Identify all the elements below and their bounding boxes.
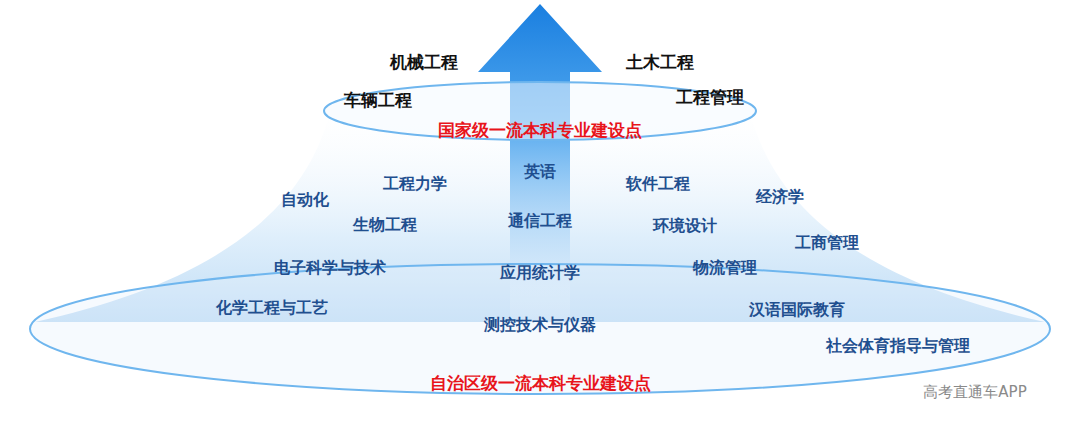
ellipse-shape: [30, 264, 1050, 394]
major-name: 生物工程: [353, 215, 417, 236]
major-name: 软件工程: [626, 174, 690, 195]
major-name: 汉语国际教育: [749, 300, 845, 321]
major-name: 工商管理: [795, 233, 859, 254]
major-name: 社会体育指导与管理: [826, 336, 970, 357]
major-name: 环境设计: [653, 216, 717, 237]
major-name: 测控技术与仪器: [484, 315, 596, 336]
major-name: 自动化: [281, 190, 329, 211]
major-name: 应用统计学: [500, 263, 580, 284]
level-title: 自治区级一流本科专业建设点: [430, 372, 651, 395]
major-name: 工程力学: [383, 174, 447, 195]
major-name: 化学工程与工艺: [216, 298, 328, 319]
major-name: 经济学: [756, 187, 804, 208]
major-name: 英语: [524, 162, 556, 183]
major-name: 车辆工程: [344, 89, 412, 112]
level-title: 国家级一流本科专业建设点: [438, 119, 642, 142]
major-name: 工程管理: [676, 86, 744, 109]
major-name: 机械工程: [390, 51, 458, 74]
major-name: 通信工程: [508, 211, 572, 232]
major-name: 物流管理: [693, 258, 757, 279]
major-name: 土木工程: [626, 51, 694, 74]
watermark: 高考直通车APP: [923, 383, 1026, 402]
major-name: 电子科学与技术: [274, 258, 386, 279]
